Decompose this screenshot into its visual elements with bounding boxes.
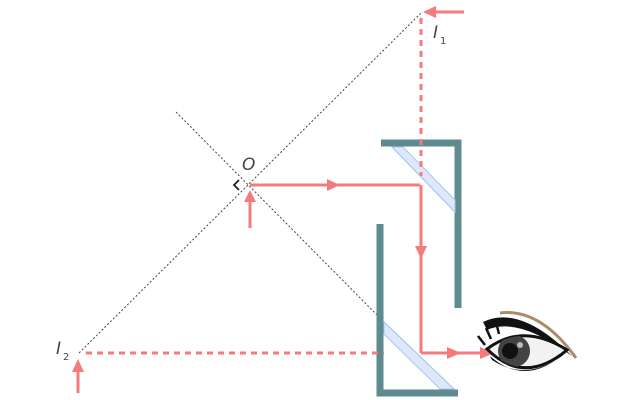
top-mirror-glass-edge — [391, 146, 456, 213]
arrow-down-1 — [415, 246, 427, 259]
label-origin: O — [242, 155, 255, 175]
orientation-arrows — [72, 6, 464, 393]
label-image2: I — [56, 339, 61, 359]
right-angle-mark — [232, 179, 240, 191]
object-up-arrow — [244, 190, 256, 228]
label-image1-subscript: 1 — [440, 36, 446, 47]
label-image1: I — [433, 23, 438, 43]
image2-up-arrow — [72, 359, 84, 393]
upper-lashes — [477, 321, 501, 346]
pupil — [502, 343, 518, 359]
label-image2-subscript: 2 — [63, 352, 69, 363]
arrow-right-3 — [480, 347, 494, 359]
eye-highlight — [517, 342, 523, 348]
eyebrow-lashes — [483, 317, 572, 356]
eye-icon — [477, 311, 578, 372]
arrow-right-1 — [327, 179, 340, 191]
arrow-right-2 — [447, 347, 461, 359]
bottom-mirror-frame — [376, 224, 458, 397]
image1-left-arrow — [423, 6, 464, 18]
construction-lines — [78, 11, 423, 354]
eyelid-crease — [499, 311, 578, 359]
top-mirror-frame — [381, 139, 462, 308]
diagonal-line-image2-to-image1 — [78, 11, 423, 354]
diagonal-line-mirror-axis — [175, 111, 381, 319]
bottom-mirror-assembly — [376, 224, 458, 397]
virtual-rays — [86, 18, 423, 355]
top-mirror-assembly — [381, 139, 462, 308]
bottom-mirror-glass-edge — [383, 321, 455, 390]
ray-arrows — [327, 179, 494, 359]
